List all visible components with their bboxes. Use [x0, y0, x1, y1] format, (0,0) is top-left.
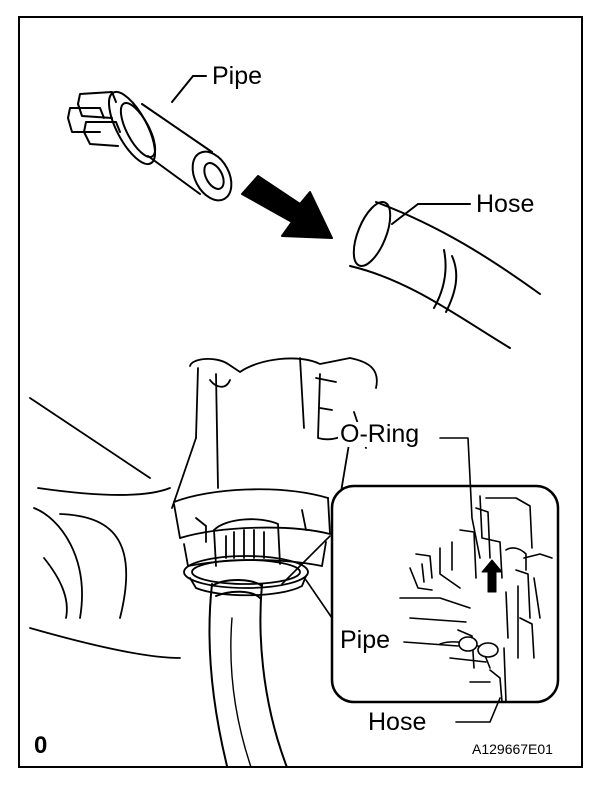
engine-housing — [29, 357, 378, 659]
illustration-frame: Pipe Hose O-Ring Pipe Hose 0 A129667E01 — [18, 16, 583, 768]
o-ring-arrow — [481, 559, 503, 593]
o-ring-leader — [439, 437, 481, 559]
label-pipe-top: Pipe — [210, 62, 265, 90]
label-hose-top: Hose — [474, 190, 537, 218]
detail-callout-box — [330, 484, 560, 704]
hose-detail-leader — [455, 697, 501, 723]
figure-code: A129667E01 — [472, 741, 553, 757]
pipe-top-leader — [171, 75, 194, 103]
hose-top-leader — [391, 203, 419, 225]
hose-part — [349, 201, 541, 349]
corner-mark: 0 — [34, 732, 48, 759]
direction-arrow — [241, 175, 333, 239]
pipe-detail-leader — [403, 641, 459, 647]
label-pipe-detail: Pipe — [338, 626, 393, 654]
pipe-part — [67, 90, 233, 202]
label-hose-detail: Hose — [366, 708, 429, 736]
label-o-ring: O-Ring — [338, 420, 422, 448]
hose-lower — [208, 579, 288, 766]
technical-drawing — [29, 75, 560, 766]
